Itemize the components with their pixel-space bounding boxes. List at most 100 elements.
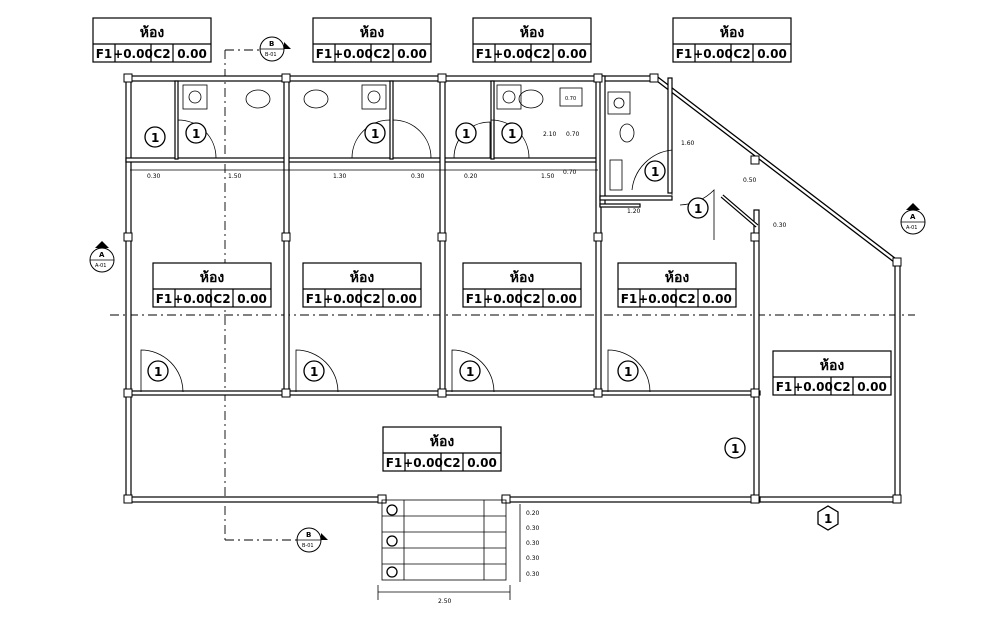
ceiling-code: C2 [678, 292, 695, 306]
svg-text:1: 1 [310, 365, 318, 379]
ceiling-level: 0.00 [177, 47, 207, 61]
floor-code: F1 [386, 456, 403, 470]
dim-12: 0.50 [743, 177, 757, 184]
floor-code: F1 [621, 292, 638, 306]
svg-text:1: 1 [371, 127, 379, 141]
door-tag [386, 504, 398, 516]
section-a-ref-left: A-01 [95, 263, 106, 269]
door-tag: 1 [687, 197, 709, 219]
dim-7: 2.10 [543, 131, 557, 138]
floor-code: F1 [96, 47, 113, 61]
ceiling-level: 0.00 [757, 47, 787, 61]
dim-step-3: 0.30 [526, 540, 540, 547]
dim-5: 0.20 [464, 173, 478, 180]
door-tag [386, 535, 398, 547]
dim-9: 0.70 [563, 169, 577, 176]
dim-8: 0.70 [566, 131, 580, 138]
ceiling-level: 0.00 [857, 380, 887, 394]
ceiling-level: 0.00 [547, 292, 577, 306]
floor-code: F1 [306, 292, 323, 306]
columns [123, 73, 902, 504]
section-a-ref-right: A-01 [906, 225, 917, 231]
door-tag: 1 [617, 360, 639, 382]
section-marker-a-right: A A-01 [900, 203, 926, 235]
room-name: ห้อง [720, 25, 745, 41]
ceiling-level: 0.00 [237, 292, 267, 306]
floor-code: F1 [676, 47, 693, 61]
dim-4: 0.30 [411, 173, 425, 180]
floor-level: +0.00 [638, 292, 678, 306]
svg-text:1: 1 [694, 202, 702, 216]
svg-text:1: 1 [154, 365, 162, 379]
dim-stair-width: 2.50 [438, 598, 452, 605]
room-name: ห้อง [665, 270, 690, 286]
ceiling-level: 0.00 [467, 456, 497, 470]
room-name: ห้อง [350, 270, 375, 286]
room-name: ห้อง [520, 25, 545, 41]
room-name: ห้อง [820, 358, 845, 374]
section-marker-b-top: B B-01 [259, 36, 291, 62]
floor-code: F1 [776, 380, 793, 394]
ceiling-code: C2 [213, 292, 230, 306]
ceiling-code: C2 [833, 380, 850, 394]
section-b-ref-bottom: B-01 [302, 543, 314, 549]
svg-text:1: 1 [508, 127, 516, 141]
ceiling-code: C2 [443, 456, 460, 470]
ceiling-level: 0.00 [397, 47, 427, 61]
section-marker-b-bottom: B B-01 [296, 527, 328, 553]
section-b-letter: B [269, 40, 274, 48]
fixtures: 0.70 [182, 84, 635, 191]
floor-level: +0.00 [333, 47, 373, 61]
door-tag: 1 [501, 122, 523, 144]
svg-text:0.70: 0.70 [565, 96, 576, 102]
svg-text:1: 1 [624, 365, 632, 379]
section-marker-a-left: A A-01 [89, 241, 115, 273]
room-name: ห้อง [430, 434, 455, 450]
floor-level: +0.00 [173, 292, 213, 306]
door-tag: 1 [455, 122, 477, 144]
dim-6: 1.50 [541, 173, 555, 180]
ceiling-code: C2 [373, 47, 390, 61]
door-tag: 1 [144, 126, 166, 148]
stairs [381, 499, 507, 581]
section-b-ref: B-01 [265, 52, 277, 58]
section-a-letter-left: A [99, 251, 105, 259]
ceiling-level: 0.00 [557, 47, 587, 61]
svg-text:1: 1 [651, 165, 659, 179]
dim-13: 0.30 [773, 222, 787, 229]
dimensions: 0.30 1.50 1.30 0.30 0.20 1.50 2.10 0.70 … [130, 131, 787, 605]
door-tag: 1 [147, 360, 169, 382]
ceiling-code: C2 [153, 47, 170, 61]
ceiling-code: C2 [523, 292, 540, 306]
svg-text:1: 1 [824, 512, 832, 526]
ceiling-level: 0.00 [387, 292, 417, 306]
door-tag: 1 [185, 122, 207, 144]
section-b-letter-bottom: B [306, 531, 311, 539]
ceiling-code: C2 [363, 292, 380, 306]
door-tag: 1 [303, 360, 325, 382]
floor-level: +0.00 [693, 47, 733, 61]
floor-level: +0.00 [403, 456, 443, 470]
dim-step-2: 0.30 [526, 525, 540, 532]
door-tag: 1 [364, 122, 386, 144]
dim-step-1: 0.20 [526, 510, 540, 517]
room-name: ห้อง [140, 25, 165, 41]
room-name: ห้อง [360, 25, 385, 41]
door-tag [386, 566, 398, 578]
door-tag: 1 [644, 160, 666, 182]
floor-level: +0.00 [113, 47, 153, 61]
ceiling-code: C2 [733, 47, 750, 61]
dim-2: 1.50 [228, 173, 242, 180]
